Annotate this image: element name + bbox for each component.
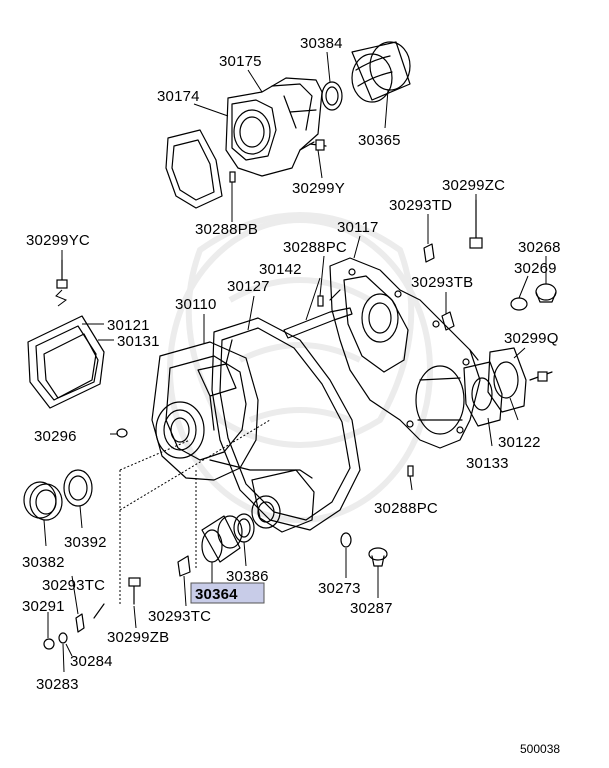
label-30293TC-mid: 30293TC (148, 608, 211, 625)
label-30284: 30284 (70, 653, 113, 670)
label-30299ZC: 30299ZC (442, 177, 505, 194)
part-labels: 30384 30175 30174 30365 30299Y 30299ZC 3… (22, 35, 561, 693)
part-30293TC-clip-left[interactable] (75, 613, 85, 633)
part-30288PC-pin-top[interactable] (317, 295, 324, 307)
label-30296: 30296 (34, 428, 77, 445)
part-30269-washer[interactable] (510, 297, 528, 311)
part-30175-extension-housing[interactable] (225, 77, 323, 177)
part-30293TD-clip[interactable] (423, 243, 435, 263)
part-30293TB-clip[interactable] (441, 311, 455, 331)
label-30288PC-bot: 30288PC (374, 500, 438, 517)
part-30364-bearing[interactable] (201, 515, 243, 563)
label-30127: 30127 (227, 278, 270, 295)
label-30142: 30142 (259, 261, 302, 278)
part-30299YC-bolt[interactable] (55, 259, 68, 307)
label-30364: 30364 (195, 586, 238, 603)
label-30121: 30121 (107, 317, 150, 334)
label-30293TC-left: 30293TC (42, 577, 105, 594)
label-30174: 30174 (157, 88, 200, 105)
label-30386: 30386 (226, 568, 269, 585)
part-30283-washer[interactable] (58, 632, 68, 644)
label-30287: 30287 (350, 600, 393, 617)
label-30110: 30110 (175, 296, 217, 313)
part-30142-bracket[interactable] (283, 307, 353, 339)
part-30268-plug[interactable] (535, 283, 557, 303)
part-30296-plug[interactable] (116, 428, 128, 438)
part-30284-bolt[interactable] (93, 603, 105, 619)
part-30117-rear-case[interactable] (329, 257, 481, 449)
part-30127-case-gasket[interactable] (211, 317, 361, 531)
part-30122-cover[interactable] (487, 347, 527, 413)
label-30175: 30175 (219, 53, 262, 70)
part-30299Q-bolt[interactable] (529, 371, 553, 382)
label-30299Y: 30299Y (292, 180, 345, 197)
part-30131-gasket[interactable] (43, 333, 99, 399)
part-30386-seal[interactable] (233, 513, 255, 543)
highlight-30364 (190, 582, 265, 604)
part-30299Y-bolt[interactable] (309, 139, 327, 151)
part-30299ZC-bolt[interactable] (469, 199, 483, 249)
part-30287-plug[interactable] (368, 547, 388, 567)
label-30268: 30268 (518, 239, 561, 256)
label-30299YC: 30299YC (26, 232, 90, 249)
part-output-housing[interactable] (251, 469, 315, 533)
part-30121-cover[interactable] (27, 315, 105, 409)
label-30122: 30122 (498, 434, 541, 451)
label-30299Q: 30299Q (504, 330, 559, 347)
label-30131: 30131 (117, 333, 160, 350)
label-30293TB: 30293TB (411, 274, 473, 291)
label-30269: 30269 (514, 260, 557, 277)
label-30291: 30291 (22, 598, 65, 615)
diagram-id: 500038 (520, 742, 560, 756)
part-30291-nut[interactable] (43, 638, 55, 650)
label-30273: 30273 (318, 580, 361, 597)
label-30133: 30133 (466, 455, 509, 472)
part-30273-washer[interactable] (340, 532, 352, 548)
label-30382: 30382 (22, 554, 65, 571)
part-30174-gasket[interactable] (165, 129, 223, 209)
leader-lines (43, 51, 547, 673)
part-30392-washer[interactable] (63, 469, 93, 507)
part-30133-gasket[interactable] (463, 361, 503, 427)
part-30365-dust-boot[interactable] (351, 41, 411, 103)
part-30293TC-clip-mid[interactable] (177, 555, 191, 577)
label-30299ZB: 30299ZB (107, 629, 169, 646)
part-30382-seal[interactable] (23, 481, 63, 521)
label-30365: 30365 (358, 132, 401, 149)
label-30283: 30283 (36, 676, 79, 693)
part-30288PB-pin[interactable] (229, 171, 236, 183)
part-30288PC-pin-bottom[interactable] (407, 465, 414, 477)
label-30384: 30384 (300, 35, 343, 52)
label-30288PB: 30288PB (195, 221, 258, 238)
part-30299ZB-bolt[interactable] (128, 577, 141, 605)
part-30384-seal[interactable] (321, 81, 343, 111)
label-30288PC-top: 30288PC (283, 239, 347, 256)
label-30293TD: 30293TD (389, 197, 452, 214)
label-30392: 30392 (64, 534, 107, 551)
label-30117: 30117 (337, 219, 379, 236)
